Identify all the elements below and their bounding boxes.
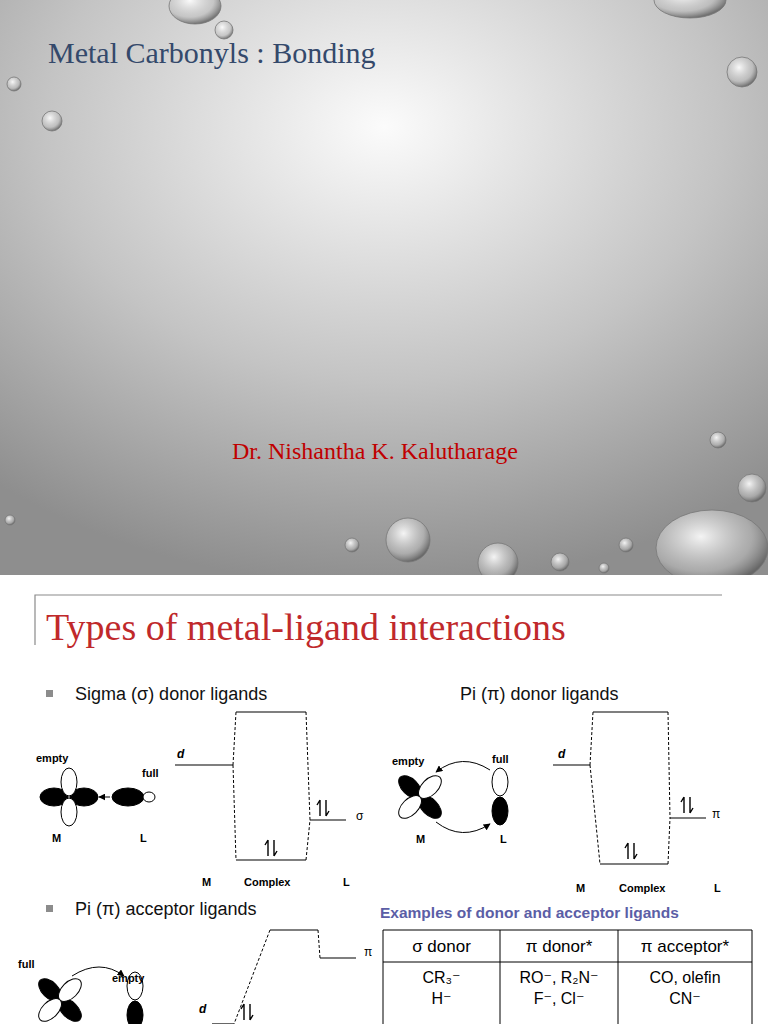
level-label: σ [356,810,363,824]
water-drops [5,0,768,586]
pi-donor-mo-diagram [553,712,706,864]
slide-title: Metal Carbonyls : Bonding [48,36,375,71]
table-header: σ donor [383,937,500,957]
axis-label: L [343,876,350,889]
slide-heading: Types of metal-ligand interactions [46,606,566,650]
slide-background [0,0,768,575]
axis-label: L [714,882,721,895]
table-cell: F⁻, Cl⁻ [500,990,618,1008]
atom-label: M [416,833,425,846]
atom-label: M [52,832,61,845]
slide-background [0,575,768,1024]
bullet-text: Pi (π) acceptor ligands [75,899,257,920]
axis-label: Complex [244,876,290,889]
pi-acceptor-orbitals [20,960,143,1024]
axis-label: Complex [619,882,665,895]
level-label: d [199,1003,206,1017]
level-label: π [712,808,720,822]
table-header: π acceptor* [618,937,752,957]
orbital-label: full [18,958,35,971]
table-cell: CR₃⁻ [383,969,500,987]
table-cell: CO, olefin [618,969,752,987]
axis-label: M [202,876,211,889]
table-cell: RO⁻, R₂N⁻ [500,969,618,987]
author-name: Dr. Nishantha K. Kalutharage [232,438,518,466]
bullet-text: Sigma (σ) donor ligands [75,684,267,705]
pi-donor-orbitals [380,757,508,836]
sigma-orbitals [40,768,155,826]
level-label: π [364,946,372,960]
table-caption: Examples of donor and acceptor ligands [380,904,679,922]
axis-label: M [576,882,585,895]
level-label: d [177,748,184,762]
ligand-table-grid [383,930,752,1024]
bullet-text: Pi (π) donor ligands [460,684,619,705]
orbital-label: empty [392,755,424,768]
table-cell: CN⁻ [618,990,752,1008]
atom-label: L [500,833,507,846]
orbital-label: empty [112,972,144,985]
atom-label: L [140,832,147,845]
orbital-label: empty [36,752,68,765]
orbital-label: full [142,767,159,780]
orbital-label: full [492,753,509,766]
table-header: π donor* [500,937,618,957]
sigma-mo-diagram [175,712,346,860]
table-cell: H⁻ [383,990,500,1008]
pi-acceptor-mo-diagram [212,930,356,1024]
level-label: d [558,748,565,762]
